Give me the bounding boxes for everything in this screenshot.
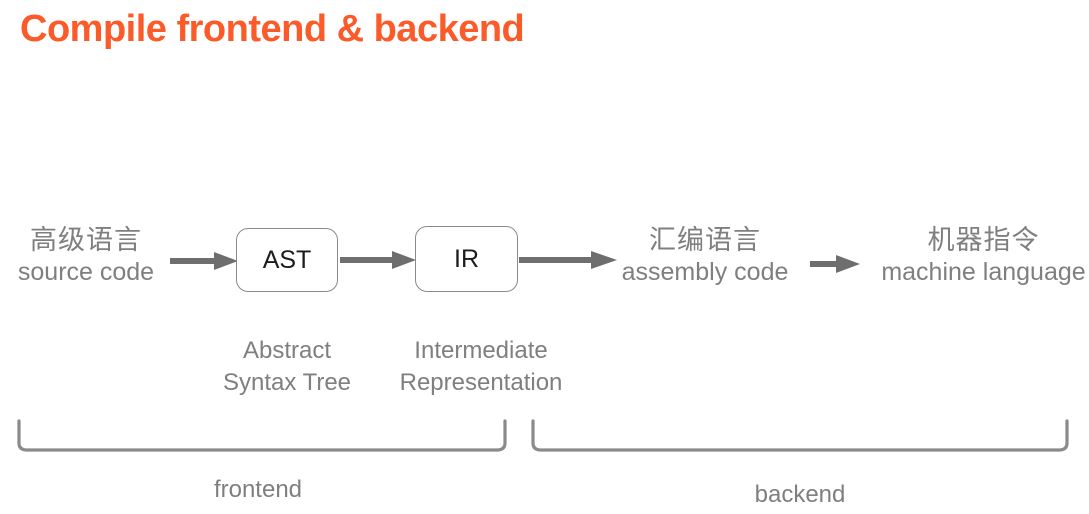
stage-assembly-code-label-en: assembly code <box>621 257 789 286</box>
caption-ir-line2: Representation <box>399 368 563 396</box>
arrow-ir-to-assembly-icon <box>519 251 617 269</box>
bracket-backend-icon <box>531 419 1069 452</box>
caption-ir-line1: Intermediate <box>414 337 548 364</box>
caption-ast-line2: Syntax Tree <box>222 368 352 396</box>
node-box-ast: AST <box>236 228 338 292</box>
stage-source-code-label-cn: 高级语言 <box>30 225 142 255</box>
stage-machine-language-label-cn: 机器指令 <box>927 225 1040 255</box>
arrow-ast-to-ir-icon <box>340 251 416 269</box>
arrow-source-to-ast-icon <box>170 252 238 270</box>
stage-machine-language-label-en: machine language <box>881 257 1086 286</box>
arrow-assembly-to-machine-icon <box>810 255 860 273</box>
caption-ast: Abstract Syntax Tree <box>186 335 388 398</box>
stage-source-code: 高级语言 source code <box>0 224 172 287</box>
stage-machine-language: 机器指令 machine language <box>878 224 1089 287</box>
node-box-ir: IR <box>415 226 518 292</box>
page-title: Compile frontend & backend <box>20 8 525 50</box>
group-label-frontend: frontend <box>213 476 303 503</box>
group-label-backend: backend <box>754 481 846 508</box>
stage-source-code-label-en: source code <box>17 257 155 286</box>
stage-assembly-code: 汇编语言 assembly code <box>600 224 810 287</box>
caption-ir: Intermediate Representation <box>380 335 582 398</box>
bracket-frontend-icon <box>17 419 507 452</box>
caption-ast-line1: Abstract <box>242 337 332 364</box>
stage-assembly-code-label-cn: 汇编语言 <box>649 225 761 255</box>
